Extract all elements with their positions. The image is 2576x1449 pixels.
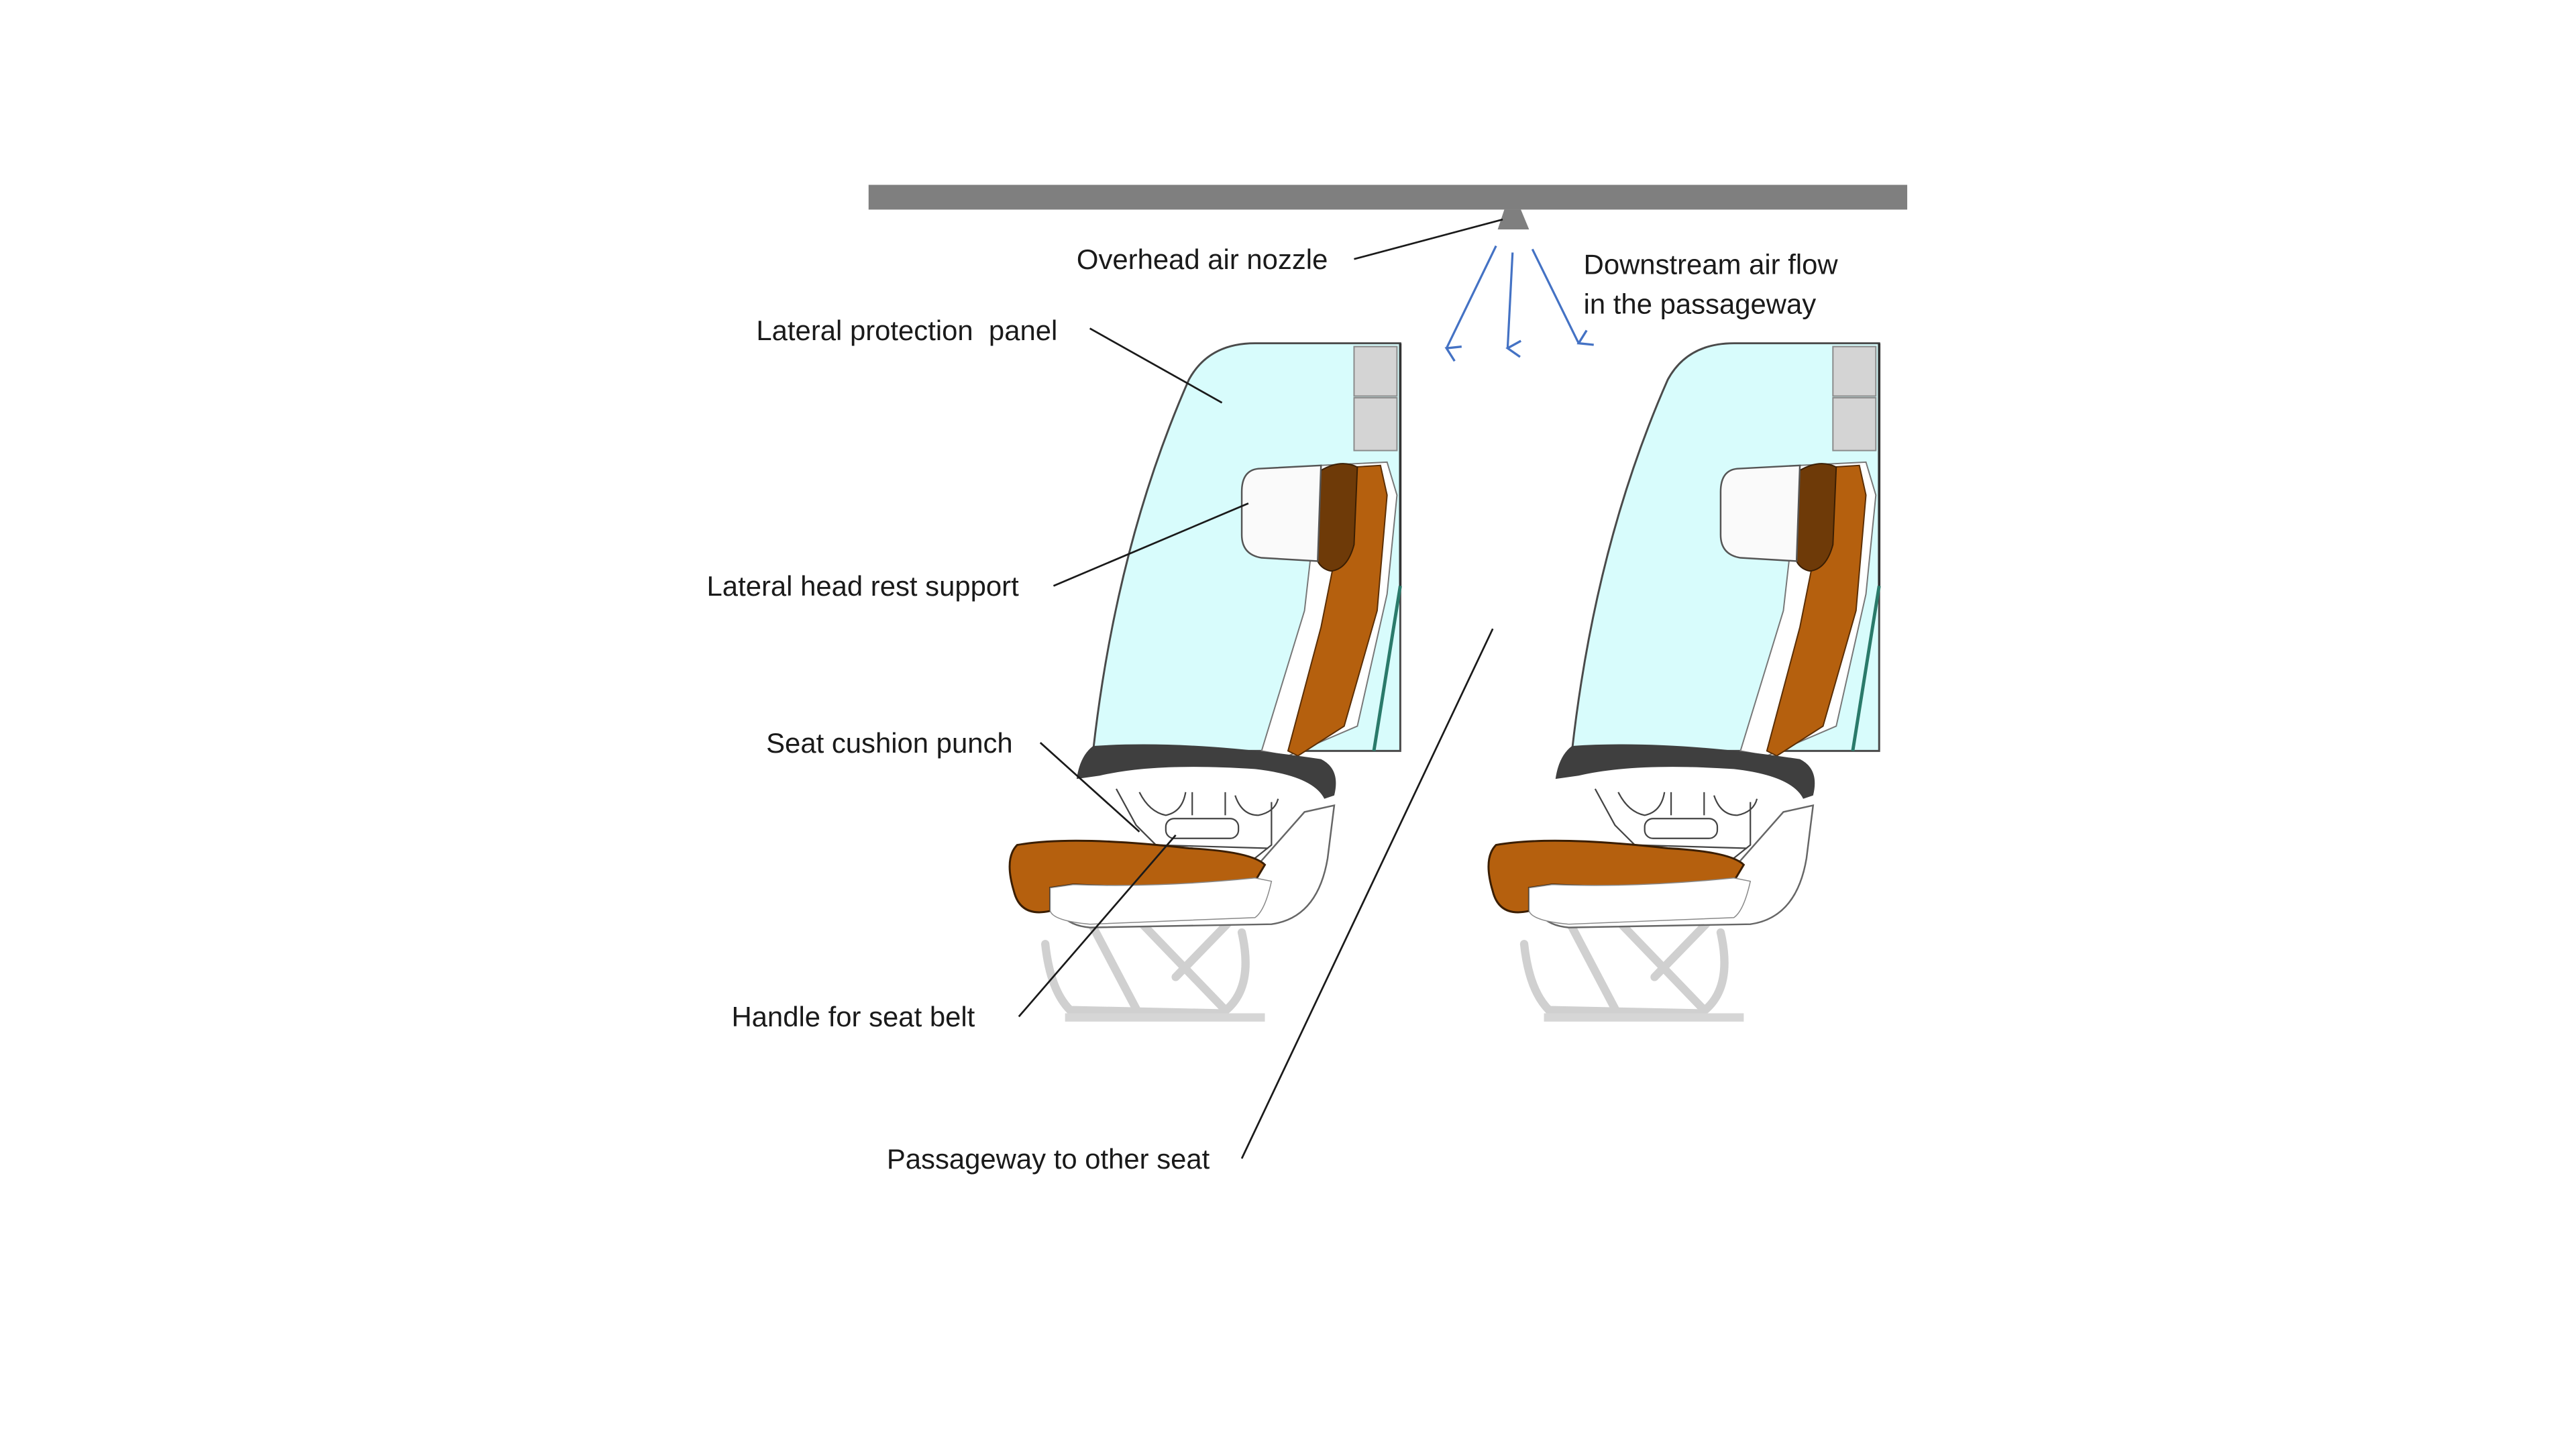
label-airflow-line2: in the passageway bbox=[1584, 288, 1817, 319]
leader-cushion-punch bbox=[1039, 742, 1140, 833]
label-overhead-nozzle: Overhead air nozzle bbox=[1077, 244, 1328, 275]
label-cushion-punch: Seat cushion punch bbox=[766, 727, 1013, 759]
label-airflow-line1: Downstream air flow bbox=[1584, 248, 1839, 280]
leader-lines bbox=[1018, 218, 1503, 1159]
airflow-arrow-center bbox=[1505, 252, 1521, 358]
airflow-arrow-right bbox=[1531, 248, 1594, 346]
label-lateral-panel: Lateral protection panel bbox=[756, 315, 1057, 346]
label-seat-belt-handle: Handle for seat belt bbox=[731, 1001, 975, 1032]
label-passageway: Passageway to other seat bbox=[887, 1143, 1210, 1175]
ceiling-bar bbox=[868, 184, 1908, 210]
leader-lateral-panel bbox=[1089, 327, 1223, 404]
leader-head-rest bbox=[1053, 502, 1249, 587]
label-head-rest: Lateral head rest support bbox=[707, 570, 1020, 602]
leader-passageway bbox=[1240, 628, 1494, 1159]
right-seat bbox=[1489, 343, 1879, 1022]
airflow-arrow-left bbox=[1444, 245, 1497, 362]
overhead-air-nozzle bbox=[1497, 209, 1529, 229]
leader-seat-belt bbox=[1018, 834, 1177, 1018]
left-seat bbox=[1010, 343, 1400, 1022]
leader-overhead-nozzle bbox=[1354, 218, 1503, 260]
airflow-arrows bbox=[1444, 245, 1594, 362]
